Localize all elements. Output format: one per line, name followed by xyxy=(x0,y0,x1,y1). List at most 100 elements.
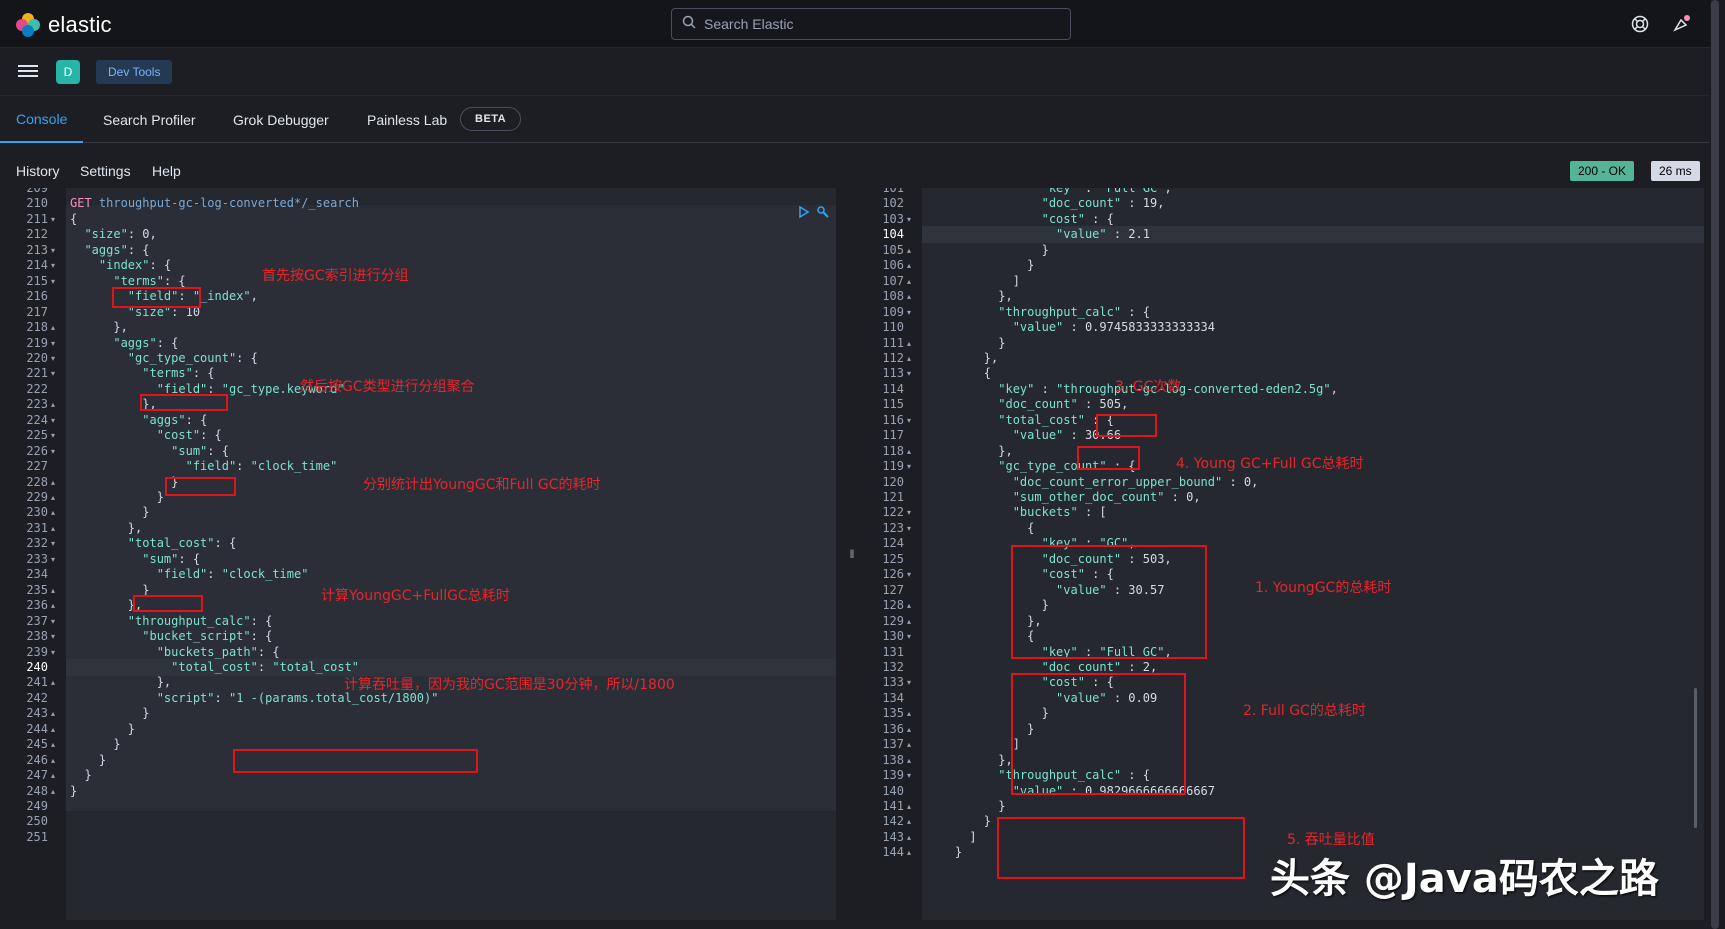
response-code[interactable]: "key" : "Full GC", "doc_count" : 19, "co… xyxy=(922,188,1704,920)
fold-open-icon[interactable]: ▾ xyxy=(51,539,56,549)
code-line[interactable]: } xyxy=(70,706,150,721)
code-line[interactable]: "aggs": { xyxy=(84,242,150,257)
code-line[interactable]: "key" : "throughput-gc-log-converted-ede… xyxy=(998,381,1338,396)
code-line[interactable]: "value" : 30.57 xyxy=(1056,582,1165,597)
fold-open-icon[interactable]: ▾ xyxy=(51,369,56,379)
code-line[interactable]: "value" : 2.1 xyxy=(922,226,1704,244)
fold-close-icon[interactable]: ▴ xyxy=(907,817,912,827)
fold-open-icon[interactable]: ▾ xyxy=(51,214,56,224)
fold-close-icon[interactable]: ▴ xyxy=(51,601,56,611)
fold-close-icon[interactable]: ▴ xyxy=(907,832,912,842)
code-line[interactable]: } xyxy=(926,799,1006,813)
fold-open-icon[interactable]: ▾ xyxy=(51,245,56,255)
fold-close-icon[interactable]: ▴ xyxy=(51,477,56,487)
fold-close-icon[interactable]: ▴ xyxy=(907,755,912,765)
fold-close-icon[interactable]: ▴ xyxy=(907,446,912,456)
code-line[interactable]: "bucket_script": { xyxy=(142,629,273,644)
code-line[interactable]: "sum": { xyxy=(171,443,229,458)
code-line[interactable]: "field": "_index", xyxy=(127,289,258,304)
fold-close-icon[interactable]: ▴ xyxy=(907,276,912,286)
code-line[interactable]: }, xyxy=(926,752,1013,767)
code-line[interactable]: }, xyxy=(926,443,1013,458)
fold-open-icon[interactable]: ▾ xyxy=(51,353,56,363)
fold-open-icon[interactable]: ▾ xyxy=(907,214,912,224)
fold-open-icon[interactable]: ▾ xyxy=(907,570,912,580)
code-line[interactable]: }, xyxy=(926,289,1013,304)
fold-close-icon[interactable]: ▴ xyxy=(907,601,912,611)
code-line[interactable]: "cost" : { xyxy=(1041,567,1114,582)
help-icon[interactable] xyxy=(1628,12,1652,36)
code-line[interactable]: } xyxy=(70,721,136,736)
code-line[interactable]: "aggs": { xyxy=(113,335,179,350)
code-line[interactable]: "doc_count" : 505, xyxy=(998,397,1129,412)
code-line[interactable]: "terms": { xyxy=(113,273,186,288)
code-line[interactable]: "sum_other_doc_count" : 0, xyxy=(1012,490,1201,504)
code-line[interactable]: } xyxy=(70,768,92,783)
fold-close-icon[interactable]: ▴ xyxy=(51,771,56,781)
fold-close-icon[interactable]: ▴ xyxy=(51,585,56,595)
code-line[interactable]: "gc_type_count": { xyxy=(127,350,258,365)
code-line[interactable]: } xyxy=(70,474,179,489)
fold-close-icon[interactable]: ▴ xyxy=(907,802,912,811)
fold-close-icon[interactable]: ▴ xyxy=(907,245,912,255)
code-line[interactable]: } xyxy=(926,598,1049,613)
code-line[interactable]: ] xyxy=(926,737,1020,752)
fold-open-icon[interactable]: ▾ xyxy=(51,554,56,564)
code-line[interactable]: { xyxy=(926,366,992,381)
code-line[interactable]: } xyxy=(926,721,1035,736)
fold-close-icon[interactable]: ▴ xyxy=(907,338,912,348)
code-line[interactable] xyxy=(66,829,836,846)
fold-close-icon[interactable]: ▴ xyxy=(907,292,912,302)
fold-close-icon[interactable]: ▴ xyxy=(907,353,912,363)
page-scrollbar-thumb[interactable] xyxy=(1711,0,1719,929)
code-line[interactable]: } xyxy=(926,258,1035,273)
fold-close-icon[interactable]: ▴ xyxy=(51,740,56,750)
history-link[interactable]: History xyxy=(16,163,60,179)
code-line[interactable]: }, xyxy=(70,598,143,613)
fold-open-icon[interactable]: ▾ xyxy=(51,261,56,271)
code-line[interactable]: { xyxy=(70,211,78,226)
fold-close-icon[interactable]: ▴ xyxy=(907,724,912,734)
code-line[interactable]: "doc_count" : 503, xyxy=(1041,551,1172,566)
code-line[interactable]: }, xyxy=(70,520,143,535)
code-line[interactable]: } xyxy=(926,845,963,860)
code-line[interactable]: "cost" : { xyxy=(1041,211,1114,226)
fold-close-icon[interactable]: ▴ xyxy=(51,493,56,502)
code-line[interactable]: "total_cost" : { xyxy=(998,412,1114,427)
code-line[interactable]: }, xyxy=(926,350,999,365)
newsfeed-icon[interactable] xyxy=(1670,12,1694,36)
code-line[interactable]: { xyxy=(926,520,1035,535)
fold-open-icon[interactable]: ▾ xyxy=(907,369,912,379)
global-search[interactable] xyxy=(671,8,1071,40)
code-line[interactable]: "field": "clock_time" xyxy=(156,567,309,582)
elastic-logo[interactable]: elastic xyxy=(16,12,112,38)
code-line[interactable]: }, xyxy=(926,613,1042,628)
fold-open-icon[interactable]: ▾ xyxy=(51,446,56,456)
code-line[interactable]: GET throughput-gc-log-converted*/_search xyxy=(70,196,360,211)
menu-toggle-icon[interactable] xyxy=(18,62,38,82)
code-line[interactable]: }, xyxy=(70,675,172,690)
code-line[interactable]: "value" : 30.66 xyxy=(1012,428,1122,443)
code-line[interactable]: "key" : "Full GC", xyxy=(1041,188,1172,195)
code-line[interactable]: "size": 10 xyxy=(127,304,201,319)
fold-close-icon[interactable]: ▴ xyxy=(51,755,56,765)
code-line[interactable]: "cost": { xyxy=(156,428,222,443)
fold-open-icon[interactable]: ▾ xyxy=(907,771,912,781)
code-line[interactable]: "sum": { xyxy=(142,551,201,566)
breadcrumb[interactable]: Dev Tools xyxy=(96,60,173,84)
code-line[interactable]: "key" : "Full GC", xyxy=(1041,644,1172,659)
tab-search-profiler[interactable]: Search Profiler xyxy=(103,111,196,128)
code-line[interactable] xyxy=(66,813,836,830)
code-line[interactable]: } xyxy=(926,335,1006,350)
code-line[interactable]: "aggs": { xyxy=(142,412,208,427)
pane-resizer[interactable]: ‖ xyxy=(849,547,855,561)
request-code[interactable]: GET throughput-gc-log-converted*/_search… xyxy=(66,188,836,920)
code-line[interactable]: "buckets_path": { xyxy=(156,644,280,659)
code-line[interactable]: } xyxy=(926,814,992,829)
code-line[interactable]: } xyxy=(70,783,78,798)
code-line[interactable]: "value" : 0.09 xyxy=(1056,690,1158,705)
fold-open-icon[interactable]: ▾ xyxy=(907,523,912,533)
fold-close-icon[interactable]: ▴ xyxy=(907,740,912,750)
fold-close-icon[interactable]: ▴ xyxy=(51,786,56,796)
